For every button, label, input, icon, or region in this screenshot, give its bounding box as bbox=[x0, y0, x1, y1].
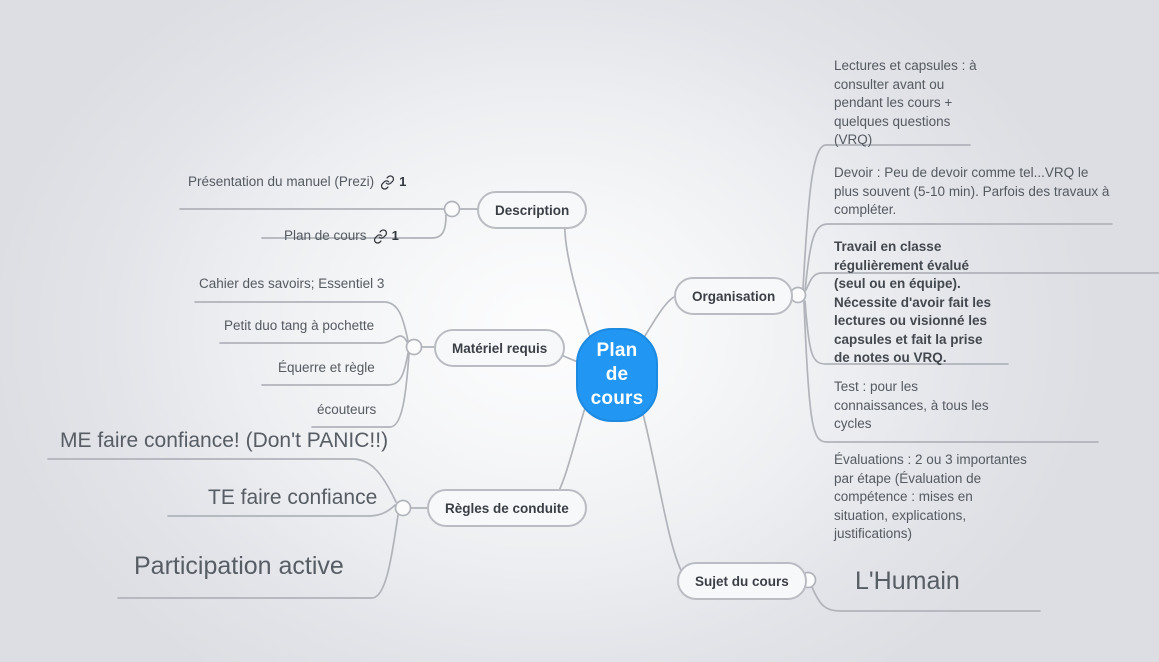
leaf-te-faire-confiance[interactable]: TE faire confiance bbox=[208, 486, 378, 509]
leaf-me-faire-confiance[interactable]: ME faire confiance! (Don't PANIC!!) bbox=[60, 429, 389, 452]
topic-sujet-du-cours-label: Sujet du cours bbox=[695, 573, 789, 589]
leaf-plan-de-cours-text: Plan de cours bbox=[284, 228, 367, 243]
topic-sujet-du-cours[interactable]: Sujet du cours bbox=[677, 562, 807, 600]
link-icon bbox=[373, 229, 387, 244]
leaf-travail-en-classe[interactable]: Travail en classe régulièrement évalué (… bbox=[834, 239, 992, 365]
topic-materiel-requis[interactable]: Matériel requis bbox=[434, 329, 566, 367]
central-topic-line1: Plan bbox=[596, 340, 638, 361]
topic-organisation-label: Organisation bbox=[692, 288, 776, 304]
leaf-test[interactable]: Test : pour les connaissances, à tous le… bbox=[834, 379, 989, 431]
central-topic[interactable]: Plan de cours bbox=[576, 328, 658, 422]
leaf-cahier-des-savoirs[interactable]: Cahier des savoirs; Essentiel 3 bbox=[199, 276, 385, 291]
leaf-devoir[interactable]: Devoir : Peu de devoir comme tel...VRQ l… bbox=[834, 165, 1110, 217]
leaf-evaluations[interactable]: Évaluations : 2 ou 3 importantes par éta… bbox=[834, 452, 1027, 541]
leaf-participation-active[interactable]: Participation active bbox=[134, 552, 344, 580]
leaf-presentation-du-manuel-text: Présentation du manuel (Prezi) bbox=[188, 174, 375, 189]
leaf-ecouteurs[interactable]: écouteurs bbox=[317, 402, 377, 417]
central-topic-line3: cours bbox=[590, 388, 644, 409]
link-badge[interactable]: 1 bbox=[380, 173, 406, 192]
leaf-presentation-du-manuel[interactable]: Présentation du manuel (Prezi) 1 bbox=[188, 173, 406, 192]
leaf-plan-de-cours[interactable]: Plan de cours 1 bbox=[284, 227, 399, 246]
link-icon bbox=[381, 175, 395, 190]
link-count: 1 bbox=[391, 228, 399, 243]
topic-regles-de-conduite[interactable]: Règles de conduite bbox=[427, 489, 587, 527]
topic-regles-de-conduite-label: Règles de conduite bbox=[445, 500, 569, 516]
topic-materiel-requis-label: Matériel requis bbox=[452, 340, 548, 356]
leaf-petit-duo-tang[interactable]: Petit duo tang à pochette bbox=[224, 318, 375, 333]
leaf-lhumain[interactable]: L'Humain bbox=[855, 567, 960, 595]
leaf-equerre-et-regle[interactable]: Équerre et règle bbox=[278, 360, 375, 375]
topic-description[interactable]: Description bbox=[477, 191, 588, 229]
link-badge[interactable]: 1 bbox=[373, 227, 399, 246]
leaf-lectures-et-capsules[interactable]: Lectures et capsules : à consulter avant… bbox=[834, 58, 977, 147]
link-count: 1 bbox=[399, 174, 407, 189]
topic-description-label: Description bbox=[495, 202, 570, 218]
topic-organisation[interactable]: Organisation bbox=[674, 277, 794, 315]
central-topic-line2: de bbox=[605, 364, 629, 385]
